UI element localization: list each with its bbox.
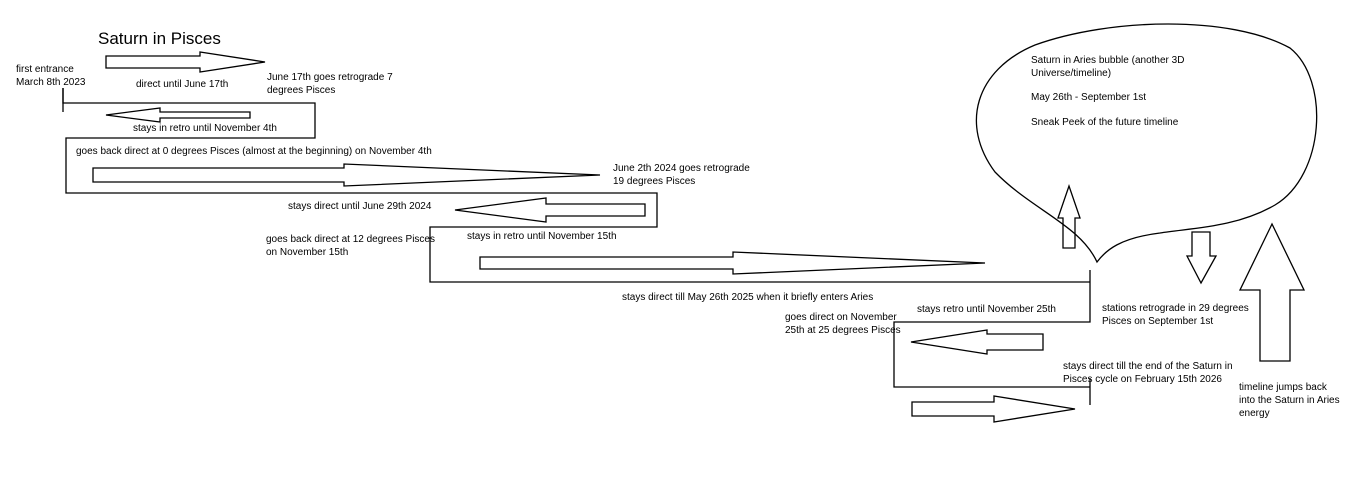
arrow-up-large bbox=[1238, 222, 1306, 362]
arrow-retro-nov4 bbox=[105, 107, 251, 123]
arrow-direct-june17 bbox=[105, 51, 266, 73]
bubble-title: Saturn in Aries bubble (another 3D Unive… bbox=[1031, 55, 1185, 79]
arrow-direct-2025 bbox=[479, 251, 986, 275]
arrow-direct-final bbox=[911, 395, 1076, 423]
timeline-path-2 bbox=[893, 270, 1091, 388]
label-june2-2024: June 2th 2024 goes retrograde 19 degrees… bbox=[613, 163, 750, 187]
label-direct-12-degrees: goes back direct at 12 degrees Pisces on… bbox=[266, 234, 435, 258]
label-retro-until-nov15: stays in retro until November 15th bbox=[467, 231, 617, 242]
label-first-entrance: first entrance March 8th 2023 bbox=[16, 64, 86, 88]
arrow-up-small bbox=[1057, 184, 1081, 249]
arrow-retro-nov25 bbox=[910, 329, 1044, 355]
arrow-direct-2024 bbox=[92, 163, 601, 187]
bubble-dates: May 26th - September 1st bbox=[1031, 92, 1147, 103]
label-direct-until-june17: direct until June 17th bbox=[136, 79, 229, 90]
arrow-down-small bbox=[1185, 231, 1218, 285]
aries-bubble bbox=[975, 23, 1318, 264]
timeline-path-1 bbox=[62, 88, 1090, 283]
diagram-title: Saturn in Pisces bbox=[98, 29, 221, 48]
label-end-of-cycle: stays direct till the end of the Saturn … bbox=[1063, 361, 1233, 385]
label-june17-retrograde: June 17th goes retrograde 7 degrees Pisc… bbox=[267, 72, 393, 96]
label-retro-until-nov25: stays retro until November 25th bbox=[917, 304, 1056, 315]
bubble-sneak-peek: Sneak Peek of the future timeline bbox=[1031, 117, 1179, 128]
label-direct-0-degrees: goes back direct at 0 degrees Pisces (al… bbox=[76, 146, 432, 157]
label-timeline-jumps: timeline jumps back into the Saturn in A… bbox=[1239, 382, 1340, 419]
label-direct-until-june29: stays direct until June 29th 2024 bbox=[288, 201, 432, 212]
label-direct-nov25: goes direct on November 25th at 25 degre… bbox=[785, 312, 901, 336]
arrow-retro-nov15 bbox=[454, 197, 646, 223]
label-retro-until-nov4: stays in retro until November 4th bbox=[133, 123, 277, 134]
label-direct-till-may26: stays direct till May 26th 2025 when it … bbox=[622, 292, 874, 303]
label-stations-retrograde: stations retrograde in 29 degrees Pisces… bbox=[1102, 303, 1249, 327]
